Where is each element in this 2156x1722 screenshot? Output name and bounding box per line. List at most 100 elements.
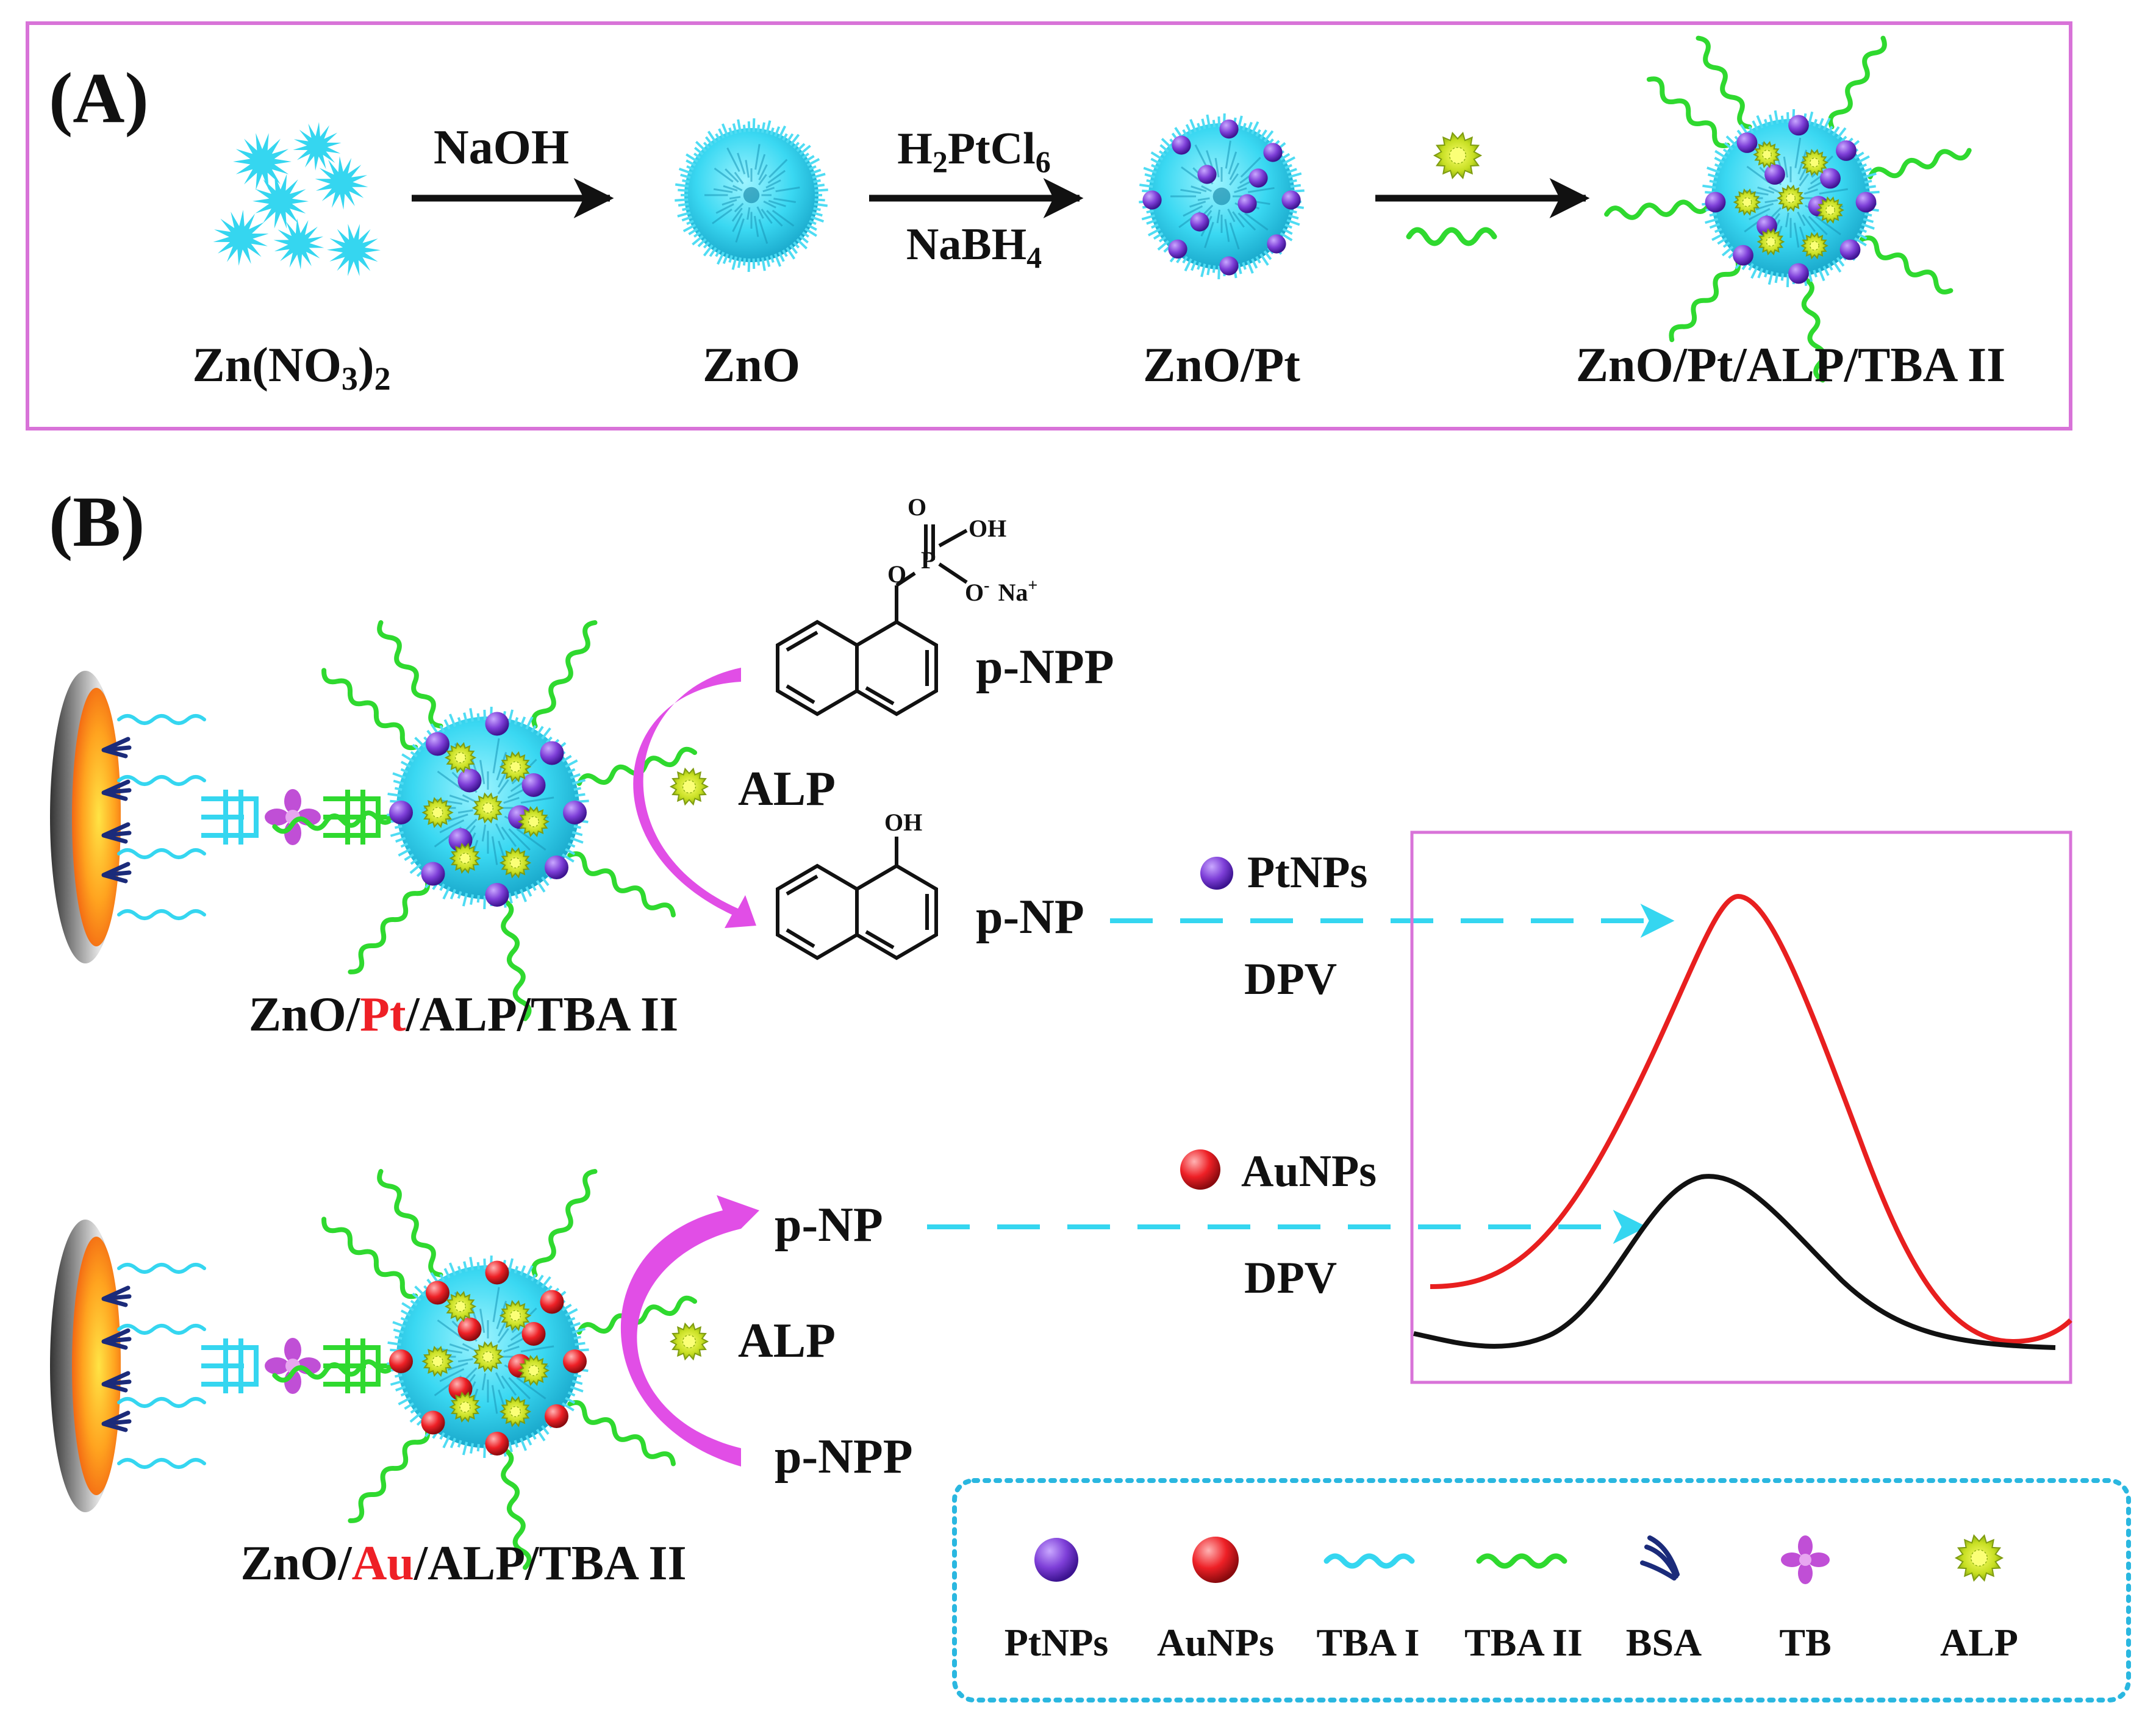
dpv-curve-pt (1430, 893, 2072, 1345)
zno-petal (686, 220, 694, 226)
ptnp-sphere-icon (1788, 115, 1809, 136)
stage-label-zn-nitrate: Zn(NO3)2 (192, 338, 390, 397)
p-np-oh: OH (884, 809, 922, 836)
ptnp-sphere-icon (1168, 239, 1187, 259)
stage-label-zno: ZnO (703, 338, 800, 392)
zno-petal (1242, 262, 1247, 270)
zno-petal (1143, 166, 1157, 174)
zno-petal (1864, 212, 1872, 217)
ptnp-sphere-icon (1764, 164, 1785, 185)
zno-petal (1863, 172, 1877, 179)
zno-texture (479, 760, 485, 784)
zno-petal (770, 255, 775, 263)
zno-petal (722, 253, 729, 264)
zno-petal (439, 724, 445, 733)
zno-texture (1228, 151, 1237, 174)
zno-petal (507, 709, 514, 723)
aunp-sphere-icon (457, 1317, 482, 1342)
zno-petal (507, 1442, 513, 1452)
zno-petal (520, 1265, 526, 1276)
zno-texture (516, 1377, 546, 1399)
zno-petal (1717, 237, 1727, 245)
zno-texture (457, 1358, 473, 1363)
product-label-bottom: p-NP (775, 1198, 883, 1252)
legend-label-tba-i: TBA I (1317, 1621, 1420, 1664)
zno-petal (1780, 273, 1785, 281)
zno-petal (812, 211, 823, 217)
zno-petal (565, 848, 576, 856)
p-np-structure (776, 837, 938, 960)
zno-petal (520, 1437, 528, 1451)
zno-petal (1756, 115, 1764, 129)
tb-thrombin-icon (265, 809, 289, 826)
ptnp-sphere-icon (485, 712, 509, 736)
zno-texture (1819, 188, 1848, 195)
zno-texture (1783, 156, 1789, 178)
zno-petal (514, 1266, 519, 1274)
alp-core (1809, 240, 1820, 251)
zno-petal (692, 235, 704, 246)
ptnp-sphere-icon (1788, 263, 1809, 284)
bsa-icon (101, 1410, 132, 1432)
zno-petal (541, 727, 551, 740)
zno-petal (395, 1385, 406, 1392)
zno-petal (697, 238, 707, 248)
zno-petal (1282, 156, 1296, 165)
ptnp-sphere-icon (521, 773, 546, 797)
zno-texture (763, 200, 776, 209)
zno-petal (387, 792, 401, 797)
zno-petal (765, 120, 772, 134)
zno-petal (1158, 150, 1166, 157)
zno-petal (675, 183, 689, 188)
alp-core (509, 1406, 521, 1418)
zno-texture (1237, 212, 1256, 231)
zno-petal (778, 125, 787, 139)
zno-petal (1702, 184, 1716, 189)
zno-texture (495, 1372, 505, 1389)
zno-petal (514, 891, 519, 899)
zno-texture (747, 207, 751, 220)
legend-frame (952, 1478, 2131, 1702)
zno-petal (439, 883, 445, 891)
zno-petal (782, 249, 788, 257)
legend-label-tba-ii: TBA II (1464, 1621, 1583, 1664)
zno-petal (483, 710, 486, 721)
zno-petal (562, 754, 572, 763)
tba-ii-strand-icon (1406, 227, 1497, 246)
zno-texture (479, 1309, 485, 1333)
ptnp-sphere-icon (1267, 234, 1286, 254)
zno-petal (786, 247, 796, 260)
p-npp-oh: OH (969, 515, 1006, 542)
zno-petal (814, 184, 825, 188)
zno-petal (1251, 121, 1259, 135)
zno-texture (1803, 188, 1818, 195)
zno-petal (567, 1317, 576, 1323)
zno-petal (514, 717, 519, 725)
zno-texture (1746, 165, 1770, 184)
zno-petal (400, 1309, 411, 1317)
zno-petal (1832, 126, 1840, 137)
zno-petal (774, 126, 781, 137)
zno-texture (737, 152, 746, 174)
zno-petal (507, 893, 513, 904)
zno-texture (775, 186, 800, 193)
zno-petal (1813, 270, 1818, 277)
alp-core (1825, 205, 1836, 215)
aunp-sphere-icon (485, 1432, 509, 1456)
zno-texture (756, 206, 764, 219)
zno-petal (541, 1276, 551, 1288)
alp-core (509, 857, 521, 869)
zno-texture (722, 199, 737, 206)
zno-petal (756, 258, 761, 266)
legend-label-bsa: BSA (1626, 1621, 1702, 1664)
electrode-surface (72, 1237, 121, 1495)
panel-a-label: (A) (49, 58, 149, 138)
zno-petal (1827, 126, 1833, 134)
zno-texture (761, 209, 773, 224)
zno-petal (703, 241, 710, 249)
zno-petal (1722, 148, 1730, 155)
zno-petal (731, 256, 737, 270)
zno-petal (571, 779, 586, 785)
zinc-nitrate-star-icon (252, 174, 309, 229)
zno-petal (799, 235, 809, 244)
